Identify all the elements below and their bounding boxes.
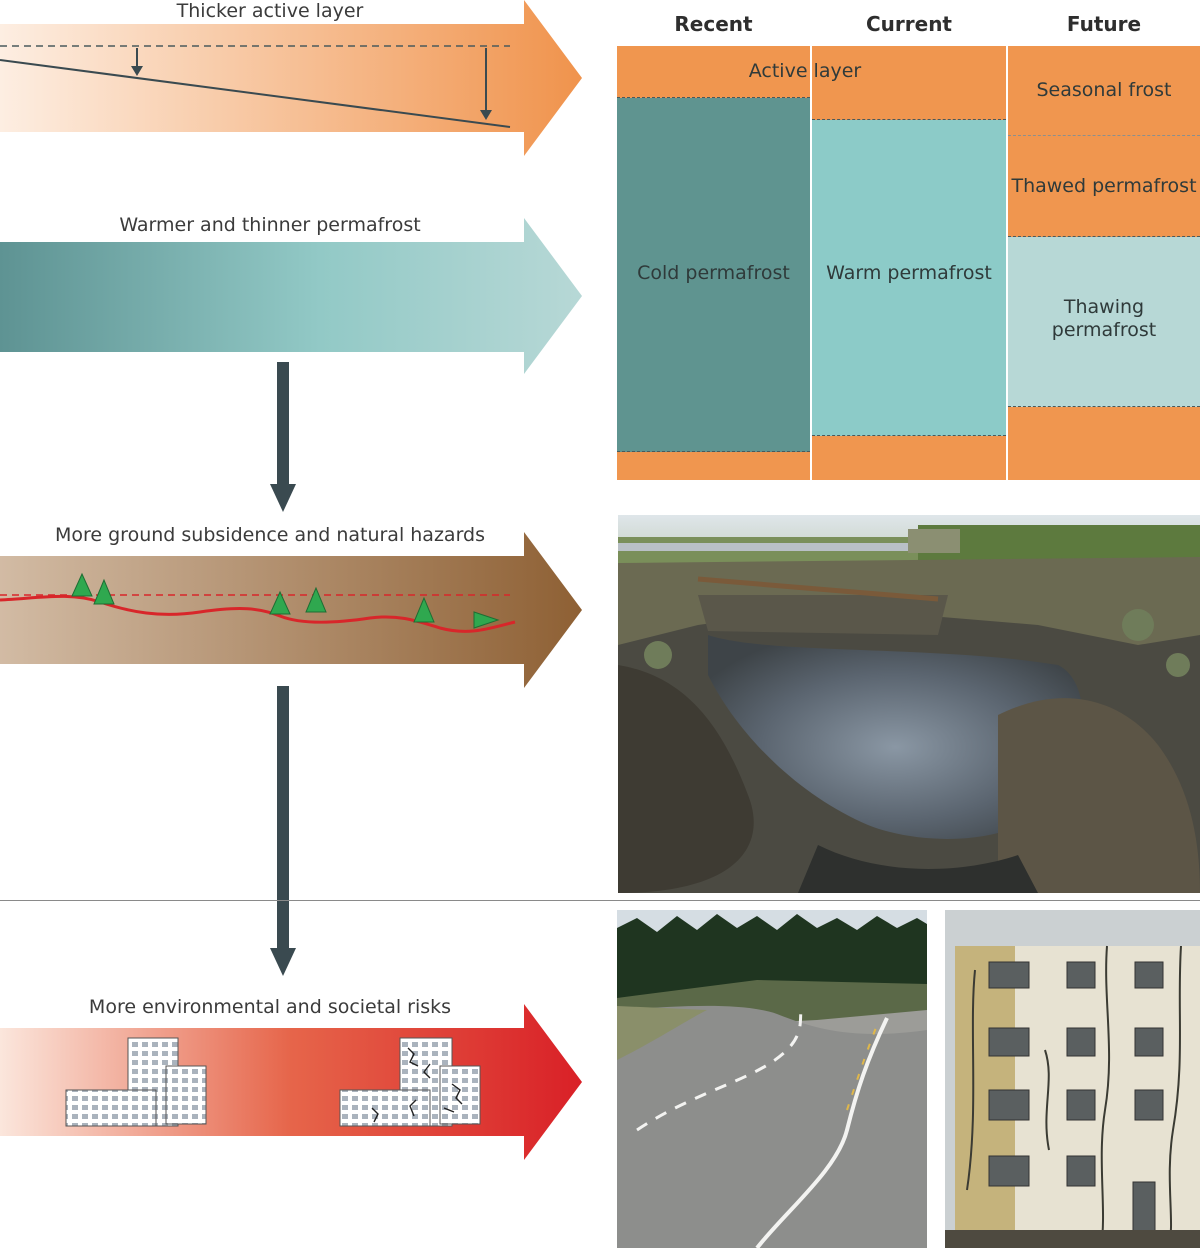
- column-future: Seasonal frost Thawed permafrost Thawing…: [1008, 46, 1200, 480]
- down-arrow-2: [270, 686, 296, 976]
- column-title-recent: Recent: [674, 12, 753, 36]
- column-title-current: Current: [865, 12, 952, 36]
- arrow-label-permafrost: Warmer and thinner permafrost: [119, 214, 421, 236]
- risks-arrow: [0, 1004, 582, 1160]
- column-current: Warm permafrost: [812, 46, 1006, 480]
- tree-icon: [71, 572, 93, 597]
- zone-warm-permafrost: Warm permafrost: [826, 262, 992, 284]
- cracked-buildings-icon: [339, 1037, 481, 1127]
- damaged-road-photo: [617, 910, 927, 1248]
- cracked-building-photo: [945, 910, 1200, 1248]
- active-layer-arrow: [0, 0, 582, 156]
- tree-icon: [413, 596, 435, 623]
- section-divider: [0, 900, 1200, 901]
- thaw-slump-photo: [618, 515, 1200, 893]
- column-recent: Cold permafrost: [617, 46, 810, 480]
- zone-thawing-permafrost: Thawing permafrost: [1051, 296, 1157, 341]
- tree-icon: [269, 590, 291, 615]
- tree-icon: [305, 586, 327, 613]
- arrow-label-active-layer: Thicker active layer: [176, 0, 364, 22]
- tree-icon: [473, 611, 500, 629]
- permafrost-arrow: [0, 218, 582, 374]
- zone-active-layer: Active layer: [748, 60, 862, 82]
- tree-icon: [93, 578, 115, 605]
- arrow-label-risks: More environmental and societal risks: [88, 996, 452, 1018]
- zone-seasonal-frost: Seasonal frost: [1036, 79, 1172, 101]
- intact-buildings-icon: [65, 1037, 207, 1127]
- down-arrow-1: [270, 362, 296, 512]
- subsidence-arrow: [0, 532, 582, 688]
- zone-cold-permafrost: Cold permafrost: [637, 262, 790, 284]
- zone-thawed-permafrost: Thawed permafrost: [1011, 175, 1197, 197]
- column-title-future: Future: [1066, 12, 1142, 36]
- arrow-label-subsidence: More ground subsidence and natural hazar…: [54, 524, 486, 546]
